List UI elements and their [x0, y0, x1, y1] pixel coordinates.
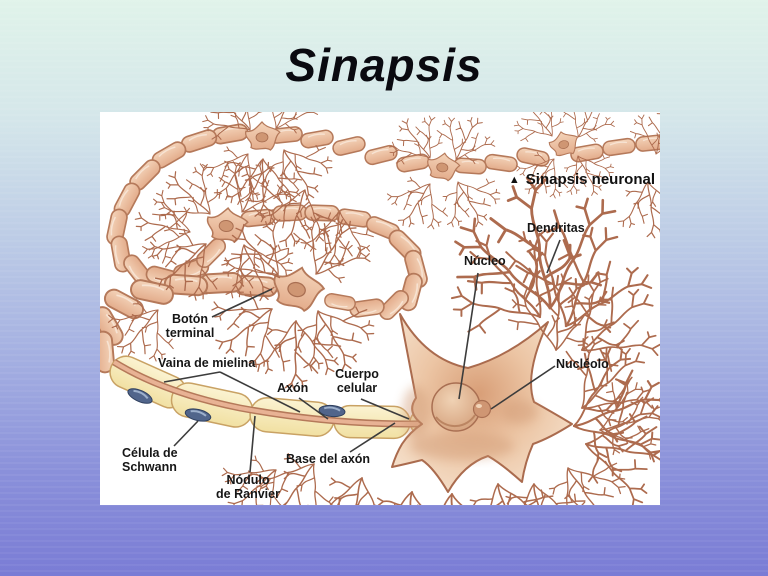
label-vaina-de-mielina: Vaina de mielina [158, 356, 256, 370]
diagram-caption-text: Sinapsis neuronal [525, 171, 655, 188]
label-celula-de-schwann: Célula de Schwann [122, 446, 178, 475]
leader-axon [298, 397, 329, 420]
leader-vaina-1 [163, 371, 221, 383]
leader-nucleo [458, 272, 479, 400]
leader-lines [163, 239, 561, 473]
leader-base-axon [349, 422, 396, 453]
nucleolus [472, 399, 492, 419]
soma [391, 313, 573, 493]
leader-nodulo-ranvier [249, 415, 256, 473]
triangle-marker-icon: ▲ [508, 174, 520, 186]
diagram-caption: ▲ Sinapsis neuronal [509, 171, 655, 188]
leader-cuerpo-celular [360, 398, 410, 420]
label-nodulo-de-ranvier: Nódulo de Ranvier [216, 473, 280, 502]
label-axon: Axón [277, 381, 309, 395]
label-cuerpo-celular: Cuerpo celular [335, 367, 379, 396]
leader-nucleolo [490, 365, 556, 410]
slide-title: Sinapsis [285, 39, 483, 91]
label-base-del-axon: Base del axón [286, 452, 371, 466]
label-dendritas: Dendritas [527, 221, 585, 235]
leader-dendritas [546, 239, 561, 274]
nucleus [431, 382, 481, 432]
diagram-panel: ▲ Sinapsis neuronal Dendritas Núcleo Botó… [100, 112, 660, 505]
label-nucleo: Núcleo [464, 254, 506, 268]
leader-celula-schwann [173, 420, 199, 447]
leader-vaina-2 [219, 371, 301, 413]
leader-boton-terminal [211, 288, 273, 318]
neuron-diagram [100, 112, 660, 505]
label-boton-terminal: Botón terminal [165, 312, 215, 341]
label-nucleolo: Nucléolo [556, 357, 609, 371]
